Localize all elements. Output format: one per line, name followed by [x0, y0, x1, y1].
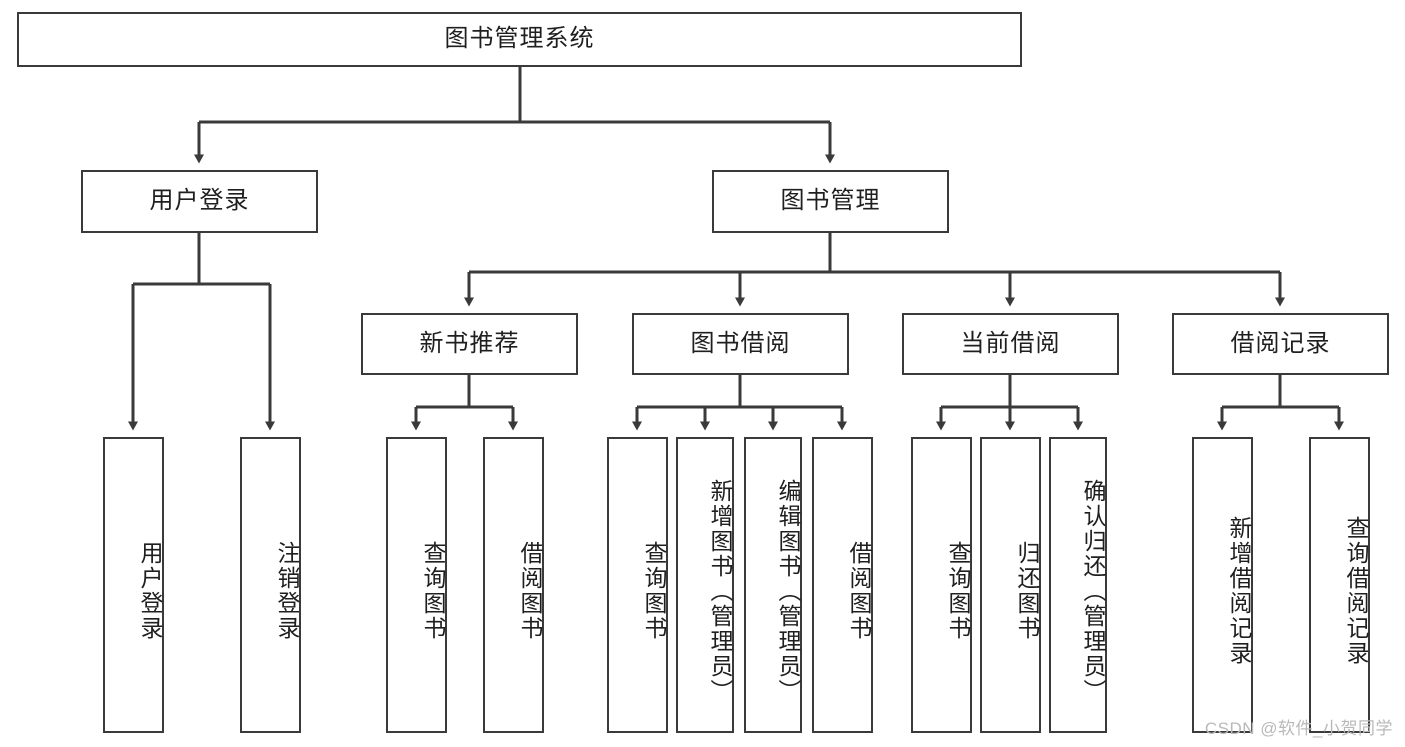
node-label: 用户登录	[149, 187, 250, 215]
node-label: 注销登录	[274, 541, 300, 641]
leaf-borrow-books-borrow[interactable]: 借阅图书	[812, 437, 873, 733]
leaf-query-books-borrow[interactable]: 查询图书	[607, 437, 668, 733]
node-label: 查询图书	[945, 541, 971, 641]
node-label: 归还图书	[1014, 541, 1040, 641]
node-current-borrowing[interactable]: 当前借阅	[902, 313, 1119, 375]
node-label: 编辑图书（管理员）	[775, 478, 801, 704]
node-label: 当前借阅	[960, 329, 1061, 357]
node-book-borrowing[interactable]: 图书借阅	[632, 313, 849, 375]
node-label: 查询图书	[420, 541, 446, 641]
node-book-management[interactable]: 图书管理	[712, 170, 949, 233]
node-label: 图书管理系统	[444, 25, 595, 53]
node-root-book-management-system[interactable]: 图书管理系统	[17, 12, 1022, 67]
leaf-user-login[interactable]: 用户登录	[103, 437, 164, 733]
leaf-return-books[interactable]: 归还图书	[980, 437, 1041, 733]
leaf-confirm-return-admin[interactable]: 确认归还（管理员）	[1049, 437, 1107, 733]
node-label: 查询图书	[641, 541, 667, 641]
node-label: 新增借阅记录	[1226, 516, 1252, 666]
node-new-book-recommendation[interactable]: 新书推荐	[361, 313, 578, 375]
node-borrowing-record[interactable]: 借阅记录	[1172, 313, 1389, 375]
node-user-login[interactable]: 用户登录	[81, 170, 318, 233]
node-label: 图书借阅	[690, 329, 791, 357]
node-label: 查询借阅记录	[1343, 516, 1369, 666]
leaf-logout[interactable]: 注销登录	[240, 437, 301, 733]
leaf-add-book-admin[interactable]: 新增图书（管理员）	[676, 437, 734, 733]
node-label: 用户登录	[137, 541, 163, 641]
leaf-add-borrow-record[interactable]: 新增借阅记录	[1192, 437, 1253, 733]
node-label: 新增图书（管理员）	[707, 478, 733, 704]
node-label: 确认归还（管理员）	[1080, 478, 1106, 704]
leaf-borrow-books-newbook[interactable]: 借阅图书	[483, 437, 544, 733]
node-label: 借阅图书	[846, 541, 872, 641]
leaf-query-books-current[interactable]: 查询图书	[911, 437, 972, 733]
leaf-query-borrow-record[interactable]: 查询借阅记录	[1309, 437, 1370, 733]
node-label: 新书推荐	[419, 329, 520, 357]
node-label: 借阅图书	[517, 541, 543, 641]
node-label: 图书管理	[780, 187, 881, 215]
node-label: 借阅记录	[1230, 329, 1331, 357]
leaf-edit-book-admin[interactable]: 编辑图书（管理员）	[744, 437, 802, 733]
leaf-query-books-newbook[interactable]: 查询图书	[386, 437, 447, 733]
